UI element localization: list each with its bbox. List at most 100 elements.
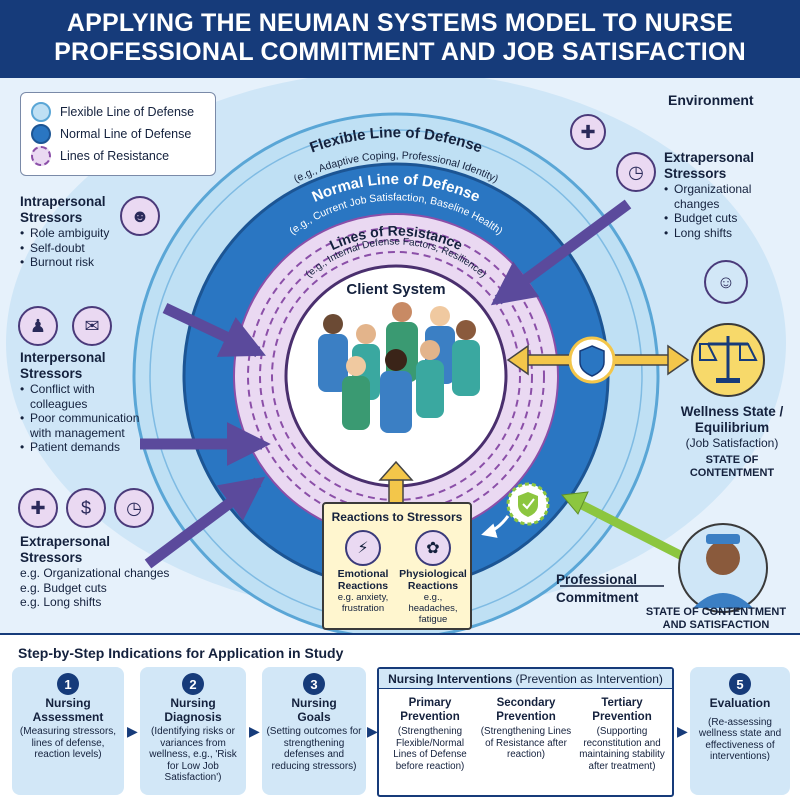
normal-swatch	[31, 124, 51, 144]
arrow-right-icon: ▶	[249, 723, 260, 739]
clock-icon: ◷	[114, 488, 154, 528]
steps-section: Step-by-Step Indications for Application…	[0, 633, 800, 800]
nurse-figure	[452, 320, 480, 396]
extrapersonal-right-title-1: Extrapersonal	[664, 150, 755, 165]
step-card-evaluation: 5 Evaluation (Re-assessing wellness stat…	[690, 667, 790, 795]
list-item: e.g. Budget cuts	[20, 580, 107, 595]
steps-title: Step-by-Step Indications for Application…	[18, 645, 344, 661]
people-group-icon: ♟	[18, 306, 58, 346]
step-title-2: Assessment	[32, 709, 104, 724]
list-item: Budget cuts	[664, 211, 794, 226]
extrapersonal-right-stressors: Extrapersonal Stressors Organizational c…	[664, 150, 794, 240]
emotional-title-1: Emotional	[337, 568, 389, 580]
list-item: Long shifts	[664, 226, 794, 241]
feedback-arrow	[481, 515, 510, 538]
wellness-state-2: CONTENTMENT	[689, 467, 775, 479]
step-number: 1	[57, 673, 79, 695]
step-card-diagnosis: 2 Nursing Diagnosis (Identifying risks o…	[140, 667, 246, 795]
resistance-dashed-2	[259, 239, 533, 513]
shield-check-icon	[506, 482, 550, 526]
nurse-group-illustration	[318, 302, 480, 433]
neuman-model-diagram: Flexible Line of Defense (e.g., Adaptive…	[6, 78, 786, 633]
professional-commitment-1: Professional	[556, 572, 638, 587]
emotional-sub-1: e.g. anxiety,	[337, 592, 389, 603]
step-title-1: Evaluation	[709, 696, 771, 710]
legend-item-resistance: Lines of Resistance	[31, 145, 205, 167]
nurse-figure	[416, 340, 444, 418]
emotional-reactions: ⚡ Emotional Reactions e.g. anxiety, frus…	[328, 530, 398, 614]
list-item: Organizational changes	[664, 182, 794, 211]
contentment-caption: STATE OF CONTENTMENT AND SATISFACTION	[636, 606, 796, 632]
hospital-building-icon: ✚	[570, 114, 606, 150]
nurse-figure	[318, 314, 348, 392]
reaction-up-arrow	[378, 460, 414, 505]
prevention-title-1: Secondary	[496, 697, 556, 709]
title-banner: APPLYING THE NEUMAN SYSTEMS MODEL TO NUR…	[0, 0, 800, 78]
list-item: Self-doubt	[20, 241, 140, 256]
shield-icon	[568, 336, 616, 384]
wellness-title-2: Equilibrium	[694, 420, 770, 435]
nursing-interventions-box: Nursing Interventions (Prevention as Int…	[377, 667, 674, 797]
contentment-1: STATE OF CONTENTMENT	[645, 606, 787, 618]
interpersonal-title-1: Interpersonal	[20, 350, 106, 365]
secondary-prevention: Secondary Prevention (Strengthening Line…	[479, 697, 573, 761]
professional-commitment: Professional Commitment	[556, 572, 666, 606]
arrow-right-icon: ▶	[127, 723, 138, 739]
intrapersonal-title-2: Stressors	[20, 210, 83, 225]
step-card-assessment: 1 Nursing Assessment (Measuring stressor…	[12, 667, 124, 795]
legend-item-flexible: Flexible Line of Defense	[31, 101, 205, 123]
title-line-1: APPLYING THE NEUMAN SYSTEMS MODEL TO NUR…	[66, 9, 734, 37]
prevention-title-2: Prevention	[592, 710, 652, 723]
nurse-avatar-icon: ☺	[704, 260, 748, 304]
step-number: 5	[729, 673, 751, 695]
emotional-head-icon: ⚡	[345, 530, 381, 566]
model-diagram-area: Flexible Line of Defense (e.g., Adaptive…	[0, 78, 800, 633]
wellness-state-1: STATE OF	[705, 454, 759, 466]
professional-commitment-2: Commitment	[556, 590, 639, 605]
legend-label-flexible: Flexible Line of Defense	[60, 105, 195, 119]
client-system-title: Client System	[346, 281, 445, 298]
physiological-title-1: Physiological	[399, 568, 467, 580]
resistance-swatch	[31, 146, 51, 166]
list-item: Patient demands	[20, 440, 150, 455]
step-description: (Re-assessing wellness state and effecti…	[698, 716, 782, 763]
step-description: (Identifying risks or variances from wel…	[149, 726, 237, 783]
legend: Flexible Line of Defense Normal Line of …	[20, 92, 216, 176]
intrapersonal-stressors: Intrapersonal Stressors Role ambiguity S…	[20, 194, 140, 270]
wellness-state: Wellness State / Equilibrium (Job Satisf…	[664, 404, 800, 480]
nurse-figure	[342, 356, 370, 430]
prevention-title-1: Primary	[408, 697, 452, 709]
list-item: e.g. Organizational changes	[20, 566, 170, 580]
wellness-subtitle: (Job Satisfaction)	[685, 436, 779, 450]
title-line-2: PROFESSIONAL COMMITMENT AND JOB SATISFAC…	[54, 38, 746, 66]
prevention-description: (Strengthening Flexible/Normal Lines of …	[393, 726, 467, 772]
step-title-2: Goals	[297, 709, 331, 724]
wellness-title-1: Wellness State /	[680, 404, 784, 419]
interpersonal-stressors: Interpersonal Stressors Conflict with co…	[20, 350, 150, 455]
extrapersonal-right-stressor-arrow	[490, 199, 632, 306]
money-bag-icon: $	[66, 488, 106, 528]
prevention-title-2: Prevention	[496, 710, 556, 723]
chat-bubbles-icon: ✉	[72, 306, 112, 346]
step-number: 3	[303, 673, 325, 695]
balance-scale-icon	[691, 323, 765, 397]
list-item: Conflict with colleagues	[20, 382, 150, 411]
step-description: (Setting outcomes for strengthening defe…	[266, 726, 362, 772]
extrapersonal-left-stressors: Extrapersonal Stressors e.g. Organizatio…	[20, 534, 190, 610]
flexible-swatch	[31, 102, 51, 122]
extrapersonal-left-title-2: Stressors	[20, 550, 83, 565]
physiological-sub-1: e.g., headaches,	[408, 592, 458, 614]
step-card-goals: 3 Nursing Goals (Setting outcomes for st…	[262, 667, 366, 795]
intrapersonal-title-1: Intrapersonal	[20, 194, 106, 209]
interventions-head-rest: (Prevention as Intervention)	[512, 672, 663, 686]
prevention-description: (Supporting reconstitution and maintaini…	[579, 726, 665, 772]
brain-head-icon: ☻	[120, 196, 160, 236]
interventions-head-bold: Nursing Interventions	[388, 672, 513, 686]
extrapersonal-right-list: Organizational changes Budget cuts Long …	[664, 182, 794, 240]
intrapersonal-list: Role ambiguity Self-doubt Burnout risk	[20, 226, 140, 270]
professional-commitment-arrow	[561, 491, 693, 565]
physiological-reactions: ✿ Physiological Reactions e.g., headache…	[398, 530, 468, 625]
step-description: (Measuring stressors, lines of defense, …	[19, 726, 117, 760]
step-number: 2	[182, 673, 204, 695]
nurse-avatar-large	[678, 523, 768, 613]
